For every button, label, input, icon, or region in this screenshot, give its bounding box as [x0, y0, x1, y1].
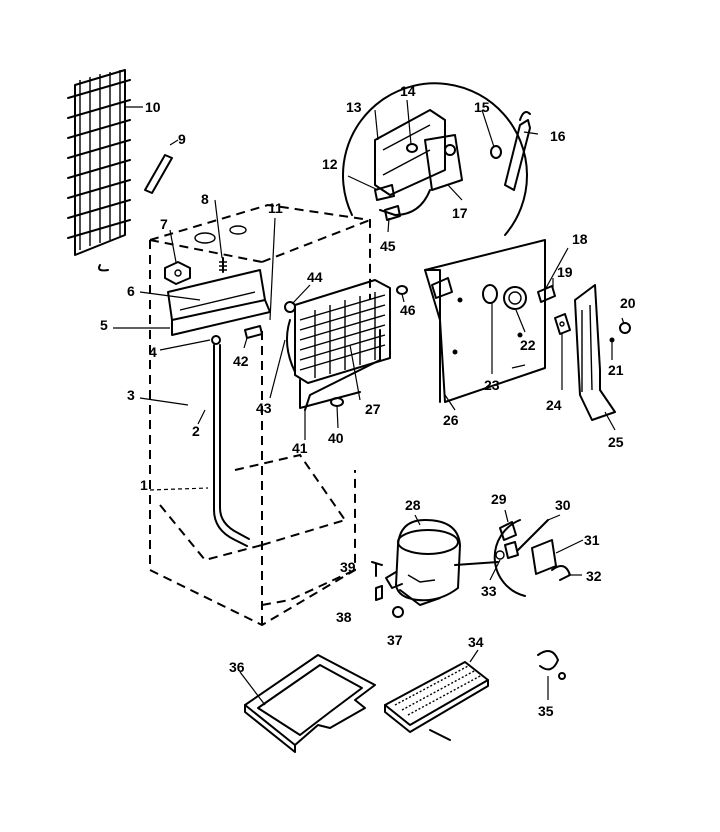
- callout-32: 32: [586, 568, 602, 584]
- callout-28: 28: [405, 497, 421, 513]
- callout-29: 29: [491, 491, 507, 507]
- defrost-drain-pan: [244, 654, 376, 753]
- wire-harness-35: [537, 650, 566, 680]
- callout-45: 45: [380, 238, 396, 254]
- callout-40: 40: [328, 430, 344, 446]
- fan-motor-inset: [342, 82, 531, 236]
- screw-8: [219, 257, 227, 273]
- callout-20: 20: [620, 295, 636, 311]
- callout-2: 2: [192, 423, 200, 439]
- callout-14: 14: [400, 83, 416, 99]
- fan-bracket: [431, 277, 556, 303]
- callout-15: 15: [474, 99, 490, 115]
- callout-34: 34: [468, 634, 484, 650]
- callout-5: 5: [100, 317, 108, 333]
- callout-21: 21: [608, 362, 624, 378]
- callout-11: 11: [268, 200, 283, 216]
- callout-39: 39: [340, 559, 356, 575]
- callout-36: 36: [229, 659, 245, 675]
- callout-22: 22: [520, 337, 536, 353]
- callout-31: 31: [584, 532, 600, 548]
- callout-8: 8: [201, 191, 209, 207]
- callout-46: 46: [400, 302, 416, 318]
- kick-plate: [574, 284, 616, 421]
- condenser-coil: [285, 279, 391, 411]
- callout-41: 41: [292, 440, 308, 456]
- callout-labels: 1 2 3 4 5 6 7 8 9 10 11 12 13 14 15 16 1…: [100, 83, 636, 719]
- callout-10: 10: [145, 99, 161, 115]
- evaporator-coil: [67, 69, 131, 272]
- callout-1: 1: [140, 477, 148, 493]
- callout-19: 19: [557, 264, 573, 280]
- callout-13: 13: [346, 99, 362, 115]
- callout-43: 43: [256, 400, 272, 416]
- condenser-grille: [384, 661, 489, 741]
- callout-27: 27: [365, 401, 381, 417]
- back-panel: [424, 239, 546, 403]
- callout-42: 42: [233, 353, 249, 369]
- clip-4: [211, 335, 221, 345]
- drain-tube: [213, 344, 250, 547]
- callout-12: 12: [322, 156, 338, 172]
- callout-3: 3: [127, 387, 135, 403]
- callout-17: 17: [452, 205, 468, 221]
- callout-9: 9: [178, 131, 186, 147]
- callout-35: 35: [538, 703, 554, 719]
- callout-33: 33: [481, 583, 497, 599]
- relay-group: [493, 519, 571, 597]
- callout-24: 24: [546, 397, 562, 413]
- callout-23: 23: [484, 377, 500, 393]
- callout-18: 18: [572, 231, 588, 247]
- part-24: [554, 313, 571, 335]
- callout-30: 30: [555, 497, 571, 513]
- part-42: [244, 325, 263, 339]
- defrost-thermostat: [144, 154, 173, 194]
- part-46: [396, 285, 408, 295]
- grommets-screws: [371, 561, 404, 618]
- leader-lines: [113, 99, 625, 706]
- callout-37: 37: [387, 632, 403, 648]
- callout-7: 7: [160, 216, 168, 232]
- callout-16: 16: [550, 128, 566, 144]
- callout-6: 6: [127, 283, 135, 299]
- drain-pan: [167, 269, 271, 336]
- callout-26: 26: [443, 412, 459, 428]
- part-20-21: [609, 322, 631, 343]
- compressor: [385, 519, 499, 606]
- callout-25: 25: [608, 434, 624, 450]
- callout-44: 44: [307, 269, 323, 285]
- callout-4: 4: [149, 344, 157, 360]
- bracket-7: [164, 261, 191, 285]
- cabinet-outline: [149, 203, 371, 627]
- part-44: [284, 301, 296, 313]
- callout-38: 38: [336, 609, 352, 625]
